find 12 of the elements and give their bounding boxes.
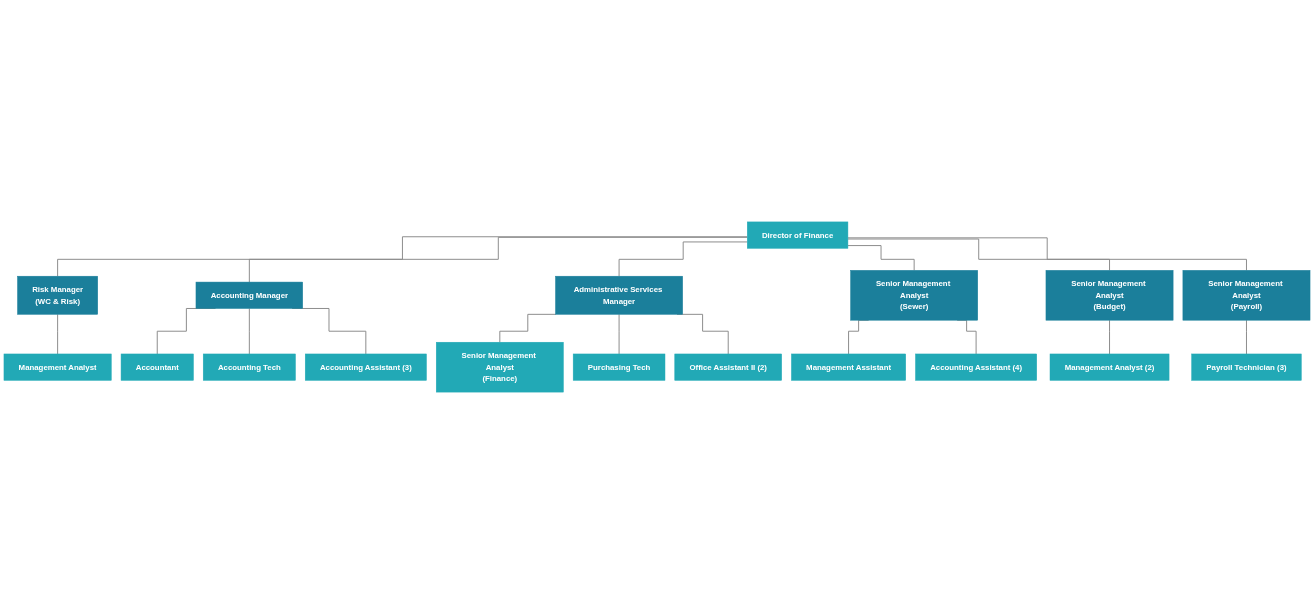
connector xyxy=(847,239,1111,272)
connector xyxy=(1246,320,1247,355)
connector xyxy=(618,314,620,355)
connector xyxy=(618,241,748,278)
connector xyxy=(1109,320,1111,355)
connector xyxy=(248,308,250,355)
connector xyxy=(248,237,748,284)
connector xyxy=(57,236,748,278)
connector xyxy=(499,314,557,344)
connector xyxy=(847,245,915,272)
connector xyxy=(847,237,1247,272)
connector xyxy=(57,314,59,355)
